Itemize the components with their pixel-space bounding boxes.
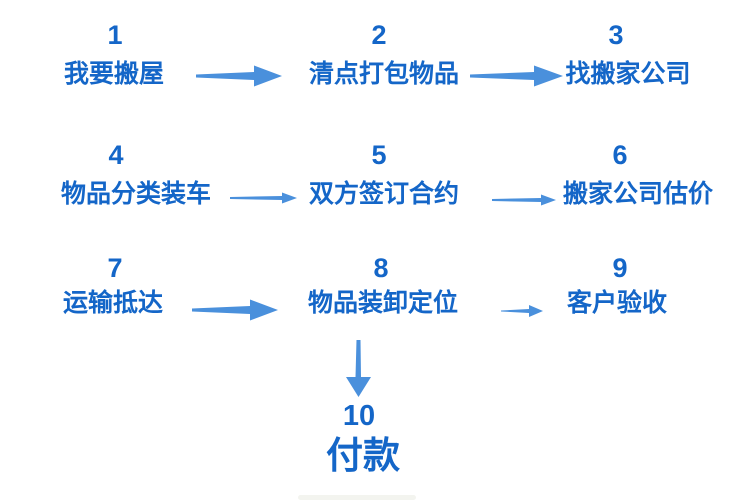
step-number-10: 10	[342, 400, 376, 432]
step-number-4: 4	[108, 140, 124, 170]
step-number-6: 6	[612, 140, 628, 170]
step-number-8: 8	[373, 253, 389, 283]
step-number-3: 3	[608, 20, 624, 50]
step-label-9: 客户验收	[566, 289, 668, 317]
step-label-8: 物品装卸定位	[307, 289, 459, 317]
step-number-9: 9	[612, 253, 628, 283]
arrow-7-to-8-icon	[192, 299, 278, 321]
arrow-8-to-9-icon	[501, 305, 543, 317]
arrow-4-to-5-icon	[230, 192, 297, 204]
step-number-7: 7	[107, 253, 123, 283]
arrow-2-to-3-icon	[470, 65, 563, 87]
step-label-4: 物品分类装车	[60, 180, 212, 208]
step-label-10: 付款	[326, 435, 400, 476]
step-number-5: 5	[371, 140, 387, 170]
bottom-edge-smudge	[298, 495, 416, 500]
step-label-3: 找搬家公司	[565, 60, 691, 88]
arrow-8-to-10-down-icon	[346, 340, 371, 397]
step-number-1: 1	[107, 20, 123, 50]
step-number-2: 2	[371, 20, 387, 50]
arrow-5-to-6-icon	[492, 194, 556, 206]
step-label-5: 双方签订合约	[308, 180, 460, 208]
step-label-2: 清点打包物品	[308, 60, 460, 88]
step-label-6: 搬家公司估价	[562, 180, 714, 208]
arrow-1-to-2-icon	[196, 65, 282, 87]
step-label-1: 我要搬屋	[63, 60, 165, 88]
step-label-7: 运输抵达	[62, 289, 164, 317]
